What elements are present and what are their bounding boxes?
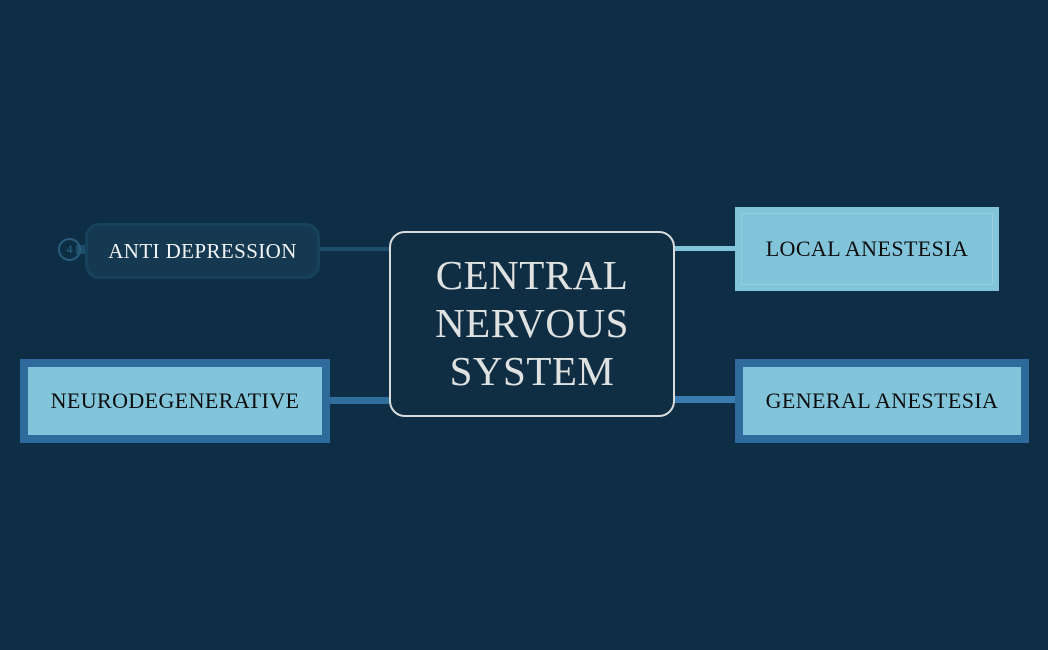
- node-central-nervous-system-label: CENTRAL NERVOUS SYSTEM: [435, 252, 629, 394]
- node-local-anestesia-label: LOCAL ANESTESIA: [765, 236, 969, 261]
- node-central-nervous-system[interactable]: CENTRAL NERVOUS SYSTEM: [389, 231, 675, 417]
- connector-central-to-local-anestesia: [655, 246, 750, 251]
- node-general-anestesia[interactable]: GENERAL ANESTESIA: [735, 359, 1029, 443]
- node-general-anestesia-label: GENERAL ANESTESIA: [765, 388, 999, 413]
- node-neurodegenerative-label: NEURODEGENERATIVE: [50, 388, 300, 413]
- node-anti-depression-label: ANTI DEPRESSION: [108, 238, 297, 263]
- node-anti-depression[interactable]: ANTI DEPRESSION: [85, 223, 320, 279]
- connector-central-to-general-anestesia: [655, 396, 750, 403]
- connector-central-to-neurodegenerative: [320, 397, 410, 404]
- node-neurodegenerative[interactable]: NEURODEGENERATIVE: [20, 359, 330, 443]
- anti-depression-count-badge[interactable]: 4: [58, 238, 81, 261]
- anti-depression-badge-stub: [76, 245, 88, 254]
- connector-central-to-anti-depression: [300, 247, 400, 251]
- node-local-anestesia[interactable]: LOCAL ANESTESIA: [735, 207, 999, 291]
